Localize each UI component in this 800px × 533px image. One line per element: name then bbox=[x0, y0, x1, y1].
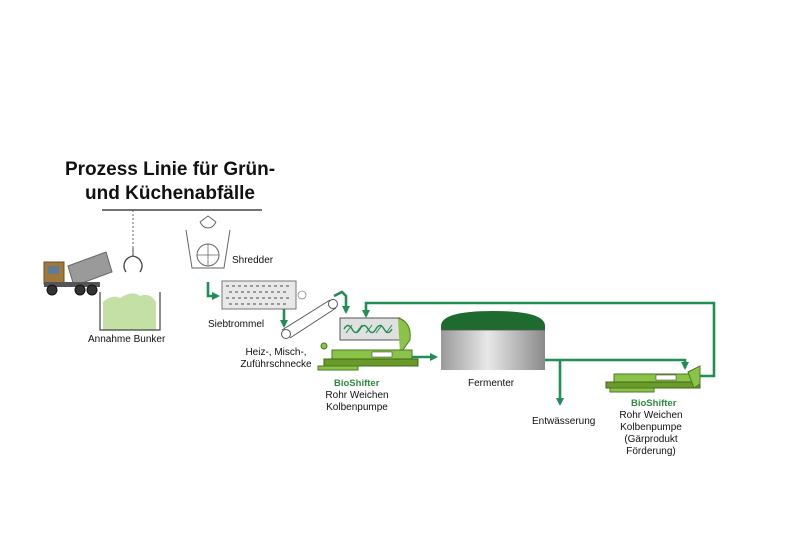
bioshifter-pump-2 bbox=[605, 365, 701, 393]
title-line-1: Prozess Linie für Grün- bbox=[64, 159, 276, 180]
fermenter-label: Fermenter bbox=[468, 378, 515, 389]
mixing-screw-label-line-1: Heiz-, Misch-, bbox=[245, 347, 307, 358]
mixing-screw-label: Heiz-, Misch-, Zuführschnecke bbox=[228, 347, 324, 371]
bunker-label: Annahme Bunker bbox=[88, 334, 166, 345]
mixing-screw-label-line-2: Zuführschnecke bbox=[240, 359, 312, 370]
pipe-network bbox=[206, 282, 716, 406]
diagram-title: Prozess Linie für Grün- und Küchenabfäll… bbox=[40, 158, 300, 206]
pump1-brand: BioShifter bbox=[334, 378, 380, 389]
bunker bbox=[99, 292, 161, 331]
pump2-label-line-4: Förderung) bbox=[626, 446, 676, 457]
pump2-label: Rohr Weichen Kolbenpumpe (Gärprodukt För… bbox=[604, 410, 698, 458]
pipe-conveyor-to-hopper bbox=[333, 290, 350, 314]
pump1-label: Rohr Weichen Kolbenpumpe bbox=[312, 390, 402, 414]
pipe-shredder-to-drum bbox=[206, 282, 220, 300]
grab-crane-icon bbox=[123, 248, 143, 273]
siebtrommel-label: Siebtrommel bbox=[208, 319, 265, 330]
fermenter-tank bbox=[441, 311, 545, 370]
pipe-recirculation bbox=[362, 301, 716, 378]
shredder bbox=[185, 215, 231, 269]
bioshifter-pump-1 bbox=[317, 342, 419, 371]
inclined-conveyor bbox=[281, 299, 338, 339]
title-line-2: und Küchenabfälle bbox=[85, 183, 255, 204]
pump1-label-line-2: Kolbenpumpe bbox=[326, 402, 388, 413]
pump2-label-line-1: Rohr Weichen bbox=[619, 410, 683, 421]
dewatering-label: Entwässerung bbox=[532, 416, 596, 427]
pump2-label-line-2: Kolbenpumpe bbox=[620, 422, 682, 433]
mixing-screw-hopper bbox=[339, 317, 411, 355]
truck-icon bbox=[43, 251, 113, 296]
pump1-label-line-1: Rohr Weichen bbox=[325, 390, 389, 401]
siebtrommel-drum bbox=[221, 280, 307, 310]
pipe-fermenter-to-pump2 bbox=[545, 358, 689, 370]
pump2-label-line-3: (Gärprodukt bbox=[624, 434, 678, 445]
pump2-brand: BioShifter bbox=[631, 398, 677, 409]
shredder-label: Shredder bbox=[232, 255, 274, 266]
